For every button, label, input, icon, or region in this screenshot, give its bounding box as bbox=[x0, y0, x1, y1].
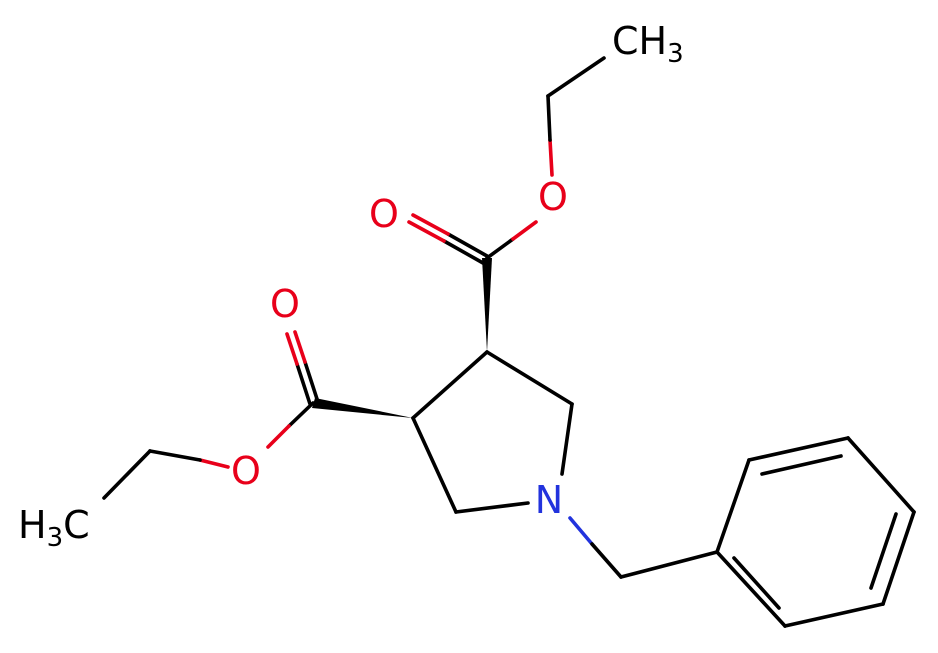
bond-carbonyl-upper-b bbox=[442, 239, 485, 265]
bond-n-ch2-benzyl bbox=[590, 542, 623, 579]
atom-ch3-upper: CH3 bbox=[612, 19, 684, 69]
bond-c-oester-lower bbox=[287, 401, 315, 428]
bond-c-oester-upper-o bbox=[511, 220, 538, 241]
bond-carbonyl-upper-ob bbox=[407, 220, 446, 243]
bond-ch2-ring bbox=[619, 550, 719, 579]
bond-ch2-ch3-upper bbox=[546, 56, 606, 98]
bond-c-oester-lower-o bbox=[266, 424, 291, 449]
bond-c5-n bbox=[454, 501, 530, 514]
benzene-bond-2 bbox=[747, 436, 850, 462]
bond-oester-ch2-upper-o bbox=[548, 138, 554, 177]
bond-carbonyl-upper-a bbox=[446, 232, 489, 258]
wedge-bond-lower bbox=[312, 398, 413, 418]
atom-o-lower-ester: O bbox=[231, 449, 261, 493]
wedge-bond-upper bbox=[482, 258, 492, 352]
lower-ester bbox=[102, 330, 413, 500]
benzene-inner-2 bbox=[869, 512, 898, 590]
benzene-bond-3 bbox=[846, 436, 916, 514]
atom-o-upper-carbonyl: O bbox=[369, 192, 399, 236]
bond-carbonyl-lower-a bbox=[303, 360, 320, 404]
bond-carbonyl-lower-b bbox=[295, 362, 312, 406]
benzyl-group bbox=[568, 436, 916, 628]
bond-c3-c2 bbox=[485, 350, 574, 406]
pyrrolidine-ring bbox=[411, 350, 574, 514]
upper-ester bbox=[407, 56, 606, 352]
bond-c4-c5 bbox=[411, 416, 458, 514]
atom-n-ring: N bbox=[535, 478, 563, 522]
benzene-inner-3 bbox=[732, 556, 781, 610]
benzene-bond-4 bbox=[881, 510, 916, 606]
bond-carbonyl-lower-oa bbox=[293, 330, 307, 364]
atom-labels: O O CH3 O O H3C N bbox=[18, 19, 684, 553]
bond-c3-c4 bbox=[411, 350, 489, 420]
bond-oester-ch2-upper bbox=[546, 94, 552, 142]
benzene-bond-1 bbox=[715, 458, 751, 554]
bond-carbonyl-lower-ob bbox=[285, 332, 299, 366]
bond-oester-ch2-lower bbox=[148, 449, 202, 462]
benzene-bond-5 bbox=[783, 602, 885, 628]
benzene-bond-6 bbox=[715, 550, 787, 628]
bond-c2-n bbox=[560, 402, 574, 476]
atom-o-lower-carbonyl: O bbox=[270, 282, 300, 326]
bond-ch2-ch3-lower bbox=[102, 449, 152, 500]
atom-o-upper-ester: O bbox=[538, 175, 568, 219]
bond-carbonyl-upper-oa bbox=[411, 213, 450, 236]
bond-c-oester-upper bbox=[485, 237, 515, 260]
bond-oester-ch2-lower-o bbox=[198, 458, 230, 469]
benzene-inner-1 bbox=[760, 454, 843, 476]
bond-n-ch2-benzyl-n bbox=[568, 516, 594, 546]
atom-h3c-lower: H3C bbox=[18, 503, 90, 553]
